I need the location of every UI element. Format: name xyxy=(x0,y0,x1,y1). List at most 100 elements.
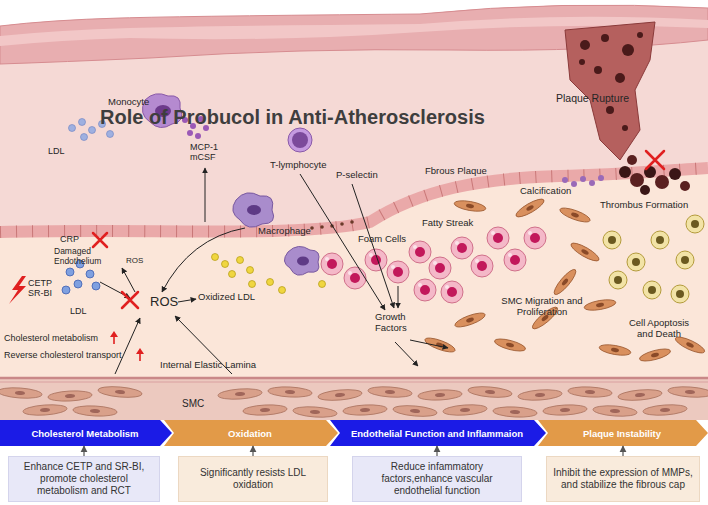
effect-text: Inhibit the expression of MMPs, and stab… xyxy=(547,457,699,501)
part-label: P-selectin xyxy=(336,170,378,181)
endothelium xyxy=(0,168,708,232)
oxldl-particle xyxy=(319,281,326,288)
part-label: Plaque Rupture xyxy=(556,92,629,104)
selectin-dot xyxy=(340,222,344,226)
step-heading: Endothelial Function and Inflammaion xyxy=(330,420,546,446)
ldl-particle xyxy=(107,131,114,138)
smc-cell xyxy=(393,404,438,418)
part-label: SMC xyxy=(182,398,204,410)
smc-cell xyxy=(243,404,287,416)
oxldl-particle xyxy=(229,271,236,278)
ldl-particle xyxy=(79,119,86,126)
part-label: Cholesterol metabolism xyxy=(4,333,98,343)
smc-cell xyxy=(598,343,631,357)
chemokine-dot xyxy=(187,130,193,136)
connector-arrow xyxy=(83,446,84,456)
debris xyxy=(601,34,609,42)
media-layer xyxy=(0,378,708,420)
thrombus-cell xyxy=(655,175,669,189)
smc-cell xyxy=(643,403,688,416)
effect-box: Significantly resists LDL oxidation xyxy=(178,456,328,502)
endothelium-cells xyxy=(0,168,708,232)
smc-cell xyxy=(551,267,578,297)
smc-cell xyxy=(48,390,92,402)
apoptotic-cell xyxy=(643,281,661,299)
elastic-lamina xyxy=(0,382,708,383)
part-label: Damaged Endothelium xyxy=(54,247,112,267)
smc-cell xyxy=(218,387,263,400)
connector-arrow xyxy=(436,446,437,456)
foam-cell xyxy=(429,257,451,279)
smc-cell xyxy=(343,404,387,416)
oxldl-particle xyxy=(249,281,256,288)
selectin-dot xyxy=(320,225,324,229)
debris xyxy=(606,106,614,114)
smc-cell xyxy=(568,386,612,398)
red-x xyxy=(122,292,138,308)
step-heading: Oxidation xyxy=(164,420,338,446)
step-heading: Plaque Instability xyxy=(538,420,708,446)
macrophage-body xyxy=(284,246,319,275)
part-label: Growth Factors xyxy=(375,312,423,334)
smc-cell xyxy=(418,389,462,401)
part-label: SMC Migration and Proliferation xyxy=(497,296,587,318)
part-label: Foam Cells xyxy=(358,234,406,245)
part-label: CRP xyxy=(60,234,79,244)
apoptotic-cell xyxy=(671,285,689,303)
part-label: Internal Elastic Lamina xyxy=(160,360,256,371)
apoptotic-cells xyxy=(603,215,704,303)
smc-cell xyxy=(468,385,513,399)
increase-arrowhead xyxy=(110,331,118,337)
thrombus-cell xyxy=(680,181,690,191)
foam-cell xyxy=(409,241,431,263)
part-label: Thrombus Formation xyxy=(600,200,688,211)
macrophages xyxy=(233,193,319,275)
debris xyxy=(622,125,628,131)
chevron-fill xyxy=(164,420,338,446)
part-label: Cell Apoptosis and Death xyxy=(620,318,698,340)
calcium-dot xyxy=(571,181,577,187)
ldl-particle xyxy=(74,280,82,288)
smc-cell xyxy=(73,405,117,417)
smc-cell xyxy=(268,386,312,398)
t-lymphocyte xyxy=(288,128,312,152)
thrombus-cell xyxy=(669,168,681,180)
step-chevron: Plaque Instability xyxy=(538,420,708,446)
smc-cell xyxy=(453,310,486,329)
thrombus-cell xyxy=(630,173,644,187)
red-x xyxy=(646,151,664,169)
connector-arrow xyxy=(622,446,623,456)
smc-cell xyxy=(518,388,563,401)
macrophage-nucleus xyxy=(247,205,261,215)
debris xyxy=(637,32,643,38)
foam-cell xyxy=(451,237,473,259)
thrombus-cell xyxy=(640,185,650,195)
part-label: MCP-1 mCSF xyxy=(190,142,224,163)
lightning-symbol xyxy=(9,276,26,304)
foam-cell xyxy=(387,261,409,283)
apoptotic-cell xyxy=(676,251,694,269)
smc-cell xyxy=(368,385,413,398)
smc-cell xyxy=(593,404,638,417)
increase-arrowhead xyxy=(136,348,144,354)
foam-cell xyxy=(487,227,509,249)
smc-cell xyxy=(668,385,708,398)
smc-cell xyxy=(0,386,42,399)
foam-cell xyxy=(441,281,463,303)
leader-arrow xyxy=(352,184,394,308)
debris xyxy=(594,66,602,74)
lumen xyxy=(0,0,708,420)
smc-cell xyxy=(443,403,488,416)
smc-cell xyxy=(638,347,671,364)
smc-cell xyxy=(453,199,486,213)
calcium-dot xyxy=(580,176,586,182)
effect-text: Enhance CETP and SR-BI, promote choleste… xyxy=(9,457,159,501)
elastic-lamina xyxy=(0,377,708,380)
macrophage-body xyxy=(233,193,274,227)
smc-cell xyxy=(493,406,537,418)
smc-cell xyxy=(493,337,526,354)
oxldl-particle xyxy=(279,287,286,294)
ldl-particle xyxy=(69,125,76,132)
thrombus-cell xyxy=(619,166,631,178)
part-label: Calcification xyxy=(520,186,571,197)
